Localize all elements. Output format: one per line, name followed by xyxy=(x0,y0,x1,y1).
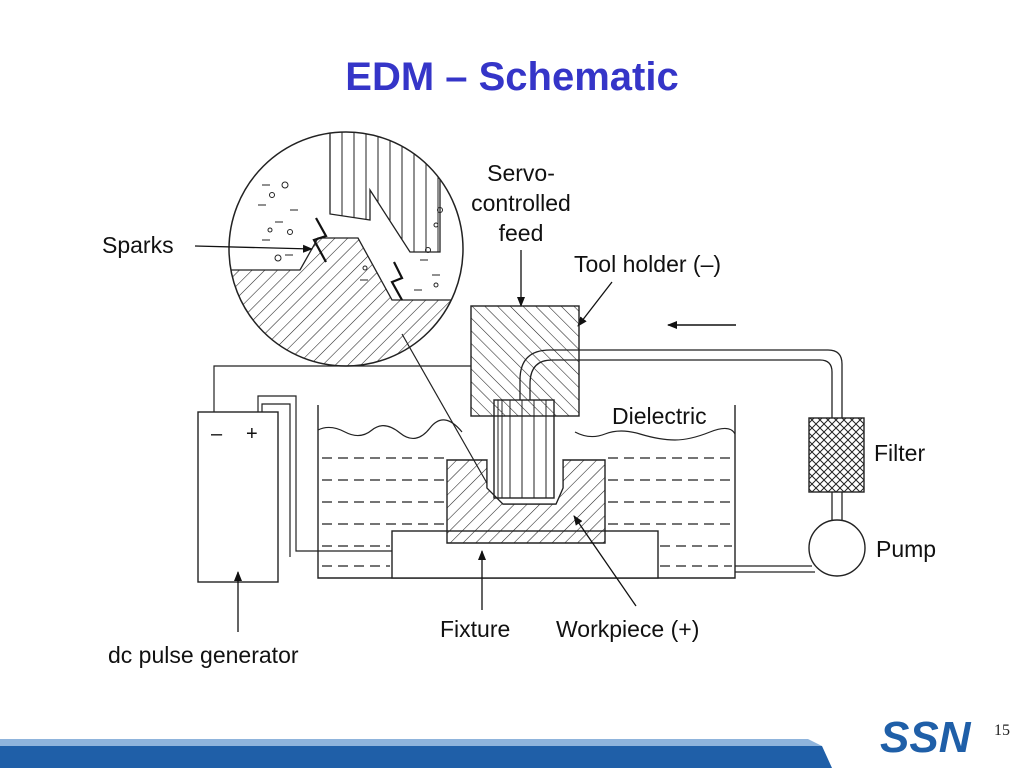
sparks-arrow xyxy=(194,244,313,253)
spark-bolt-2 xyxy=(390,261,404,301)
tool-electrode xyxy=(493,399,555,499)
pump-element xyxy=(808,519,866,577)
dielectric-surface xyxy=(317,419,736,441)
servo-label-line1: Servo- xyxy=(487,160,555,186)
filter-element xyxy=(808,417,865,493)
tool-section xyxy=(300,132,441,253)
electrical-wiring xyxy=(213,365,471,557)
generator-label: dc pulse generator xyxy=(108,642,299,668)
filter-label: Filter xyxy=(874,440,925,466)
logo-text: SSN xyxy=(880,713,972,762)
servo-label-line2: controlled xyxy=(471,190,571,216)
servo-label-line3: feed xyxy=(499,220,544,246)
tool-holder-arrow xyxy=(577,281,613,327)
spark-bolt-1 xyxy=(312,217,328,263)
workpiece-section xyxy=(229,237,463,366)
dielectric-fluid-lines xyxy=(322,457,732,567)
footer-stripe-dark xyxy=(0,746,832,768)
footer-stripe-light xyxy=(0,739,822,746)
generator-plus-terminal: + xyxy=(246,423,258,445)
page-title: EDM – Schematic xyxy=(345,55,679,99)
workpiece-label: Workpiece (+) xyxy=(556,616,699,642)
generator-minus-terminal: – xyxy=(211,423,223,445)
page-number: 15 xyxy=(994,722,1010,739)
dielectric-pipe xyxy=(519,349,843,573)
footer-bar xyxy=(0,739,832,768)
pump-label: Pump xyxy=(876,536,936,562)
dielectric-label: Dielectric xyxy=(612,403,707,429)
magnified-spark-view xyxy=(228,131,464,367)
fixture-label: Fixture xyxy=(440,616,510,642)
tool-holder-label: Tool holder (–) xyxy=(574,251,721,277)
sparks-label: Sparks xyxy=(102,232,174,258)
ssn-logo: SSN xyxy=(880,713,972,762)
dc-pulse-generator-box xyxy=(197,411,279,583)
dielectric-particles xyxy=(258,181,443,291)
workpiece-arrow xyxy=(573,515,637,607)
